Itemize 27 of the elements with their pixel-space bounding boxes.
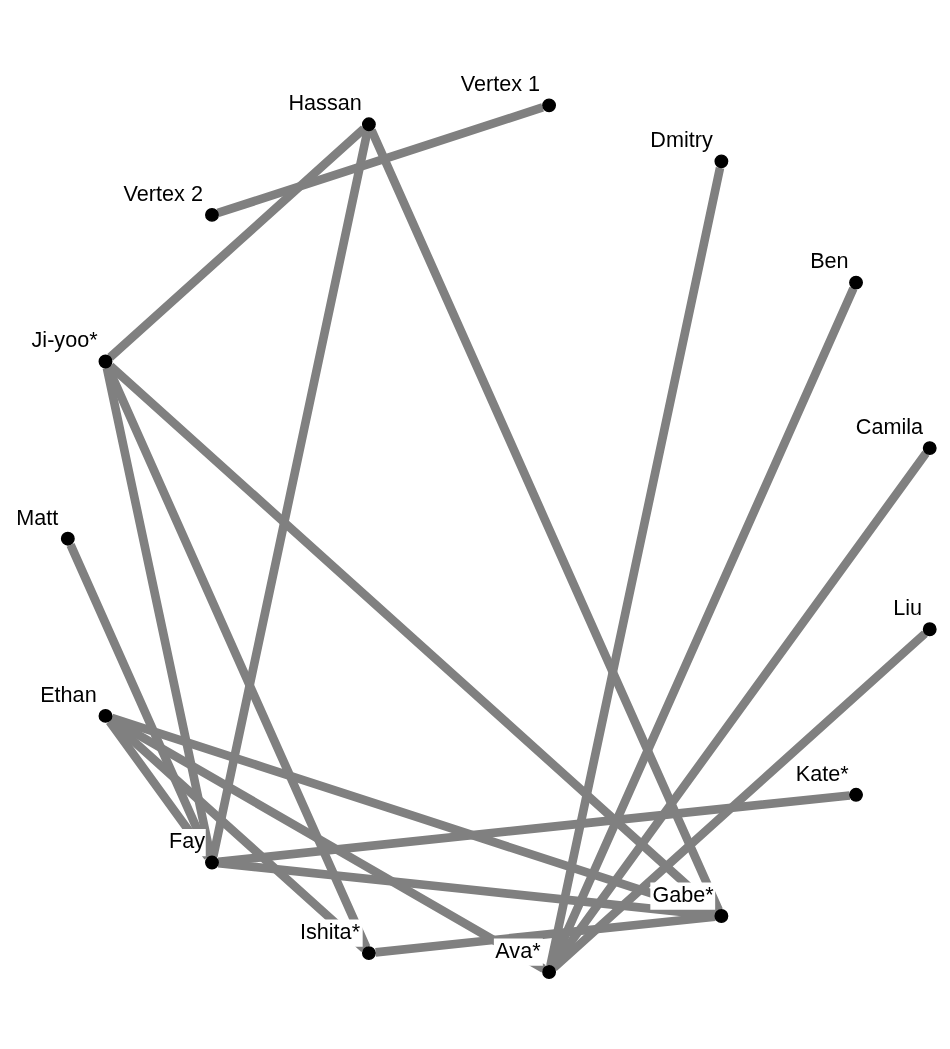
node-circle [205,207,219,222]
node-label: Vertex 1 [460,70,541,96]
node-circle [714,153,729,168]
node-label: Vertex 2 [123,180,203,206]
node-circle [922,621,937,636]
connector [216,102,544,217]
connector [217,790,851,866]
node-circle [849,275,863,290]
node-circle [361,116,376,131]
node-label: Ethan [40,681,97,707]
node-circle [60,531,75,546]
node-circle [542,97,556,112]
node-circle [98,354,113,368]
connector [107,125,367,360]
node-label: Camila [855,413,924,439]
node-label: Ben [810,247,849,273]
node-label: Liu [893,594,923,620]
node-circle [849,787,863,802]
node-label: Matt [16,504,59,530]
node-label: Dmitry [650,126,713,152]
connector [209,129,372,857]
connector [546,166,725,967]
node-label: Ji-yoo* [31,326,98,352]
node-circle [98,708,113,723]
node-circle [922,440,937,455]
node-label: Hassan [288,89,362,115]
node-label: Kate* [795,760,849,786]
